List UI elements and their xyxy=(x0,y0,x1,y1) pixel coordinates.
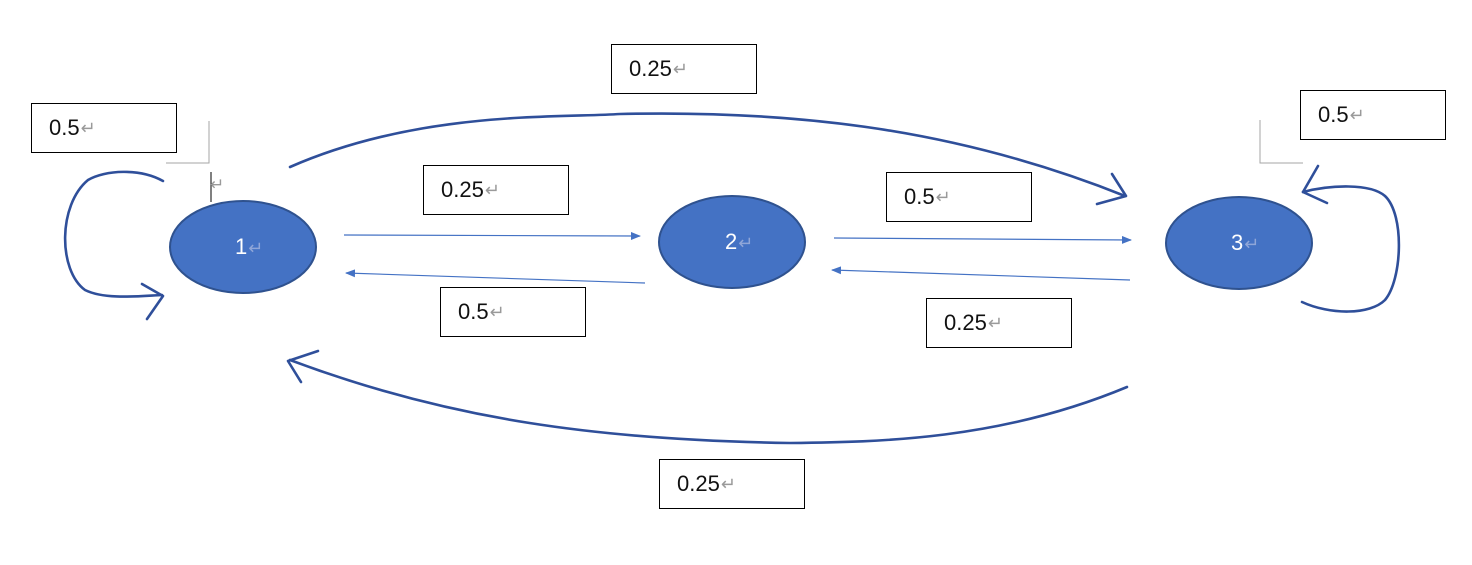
edge-1-to-3 xyxy=(288,112,1127,198)
node-1-text: 1 xyxy=(235,234,248,259)
edge-1-to-2 xyxy=(343,231,641,240)
return-mark: ↵ xyxy=(1244,234,1260,254)
return-mark: ↵ xyxy=(80,117,96,138)
node-2-text: 2 xyxy=(725,229,738,254)
edge-label-2-to-1: 0.5↵ xyxy=(440,287,586,337)
return-mark-stray: ↵ xyxy=(210,175,224,194)
return-mark: ↵ xyxy=(738,233,754,253)
return-mark: ↵ xyxy=(720,473,736,494)
return-mark: ↵ xyxy=(248,238,264,258)
edge-1-to-3-arrowhead xyxy=(1095,172,1128,206)
edge-label-text: 0.5 xyxy=(904,184,935,209)
edge-label-3-self: 0.5↵ xyxy=(1300,90,1446,140)
edge-label-text: 0.25 xyxy=(677,471,720,496)
edge-label-text: 0.25 xyxy=(441,177,484,202)
edge-label-text: 0.25 xyxy=(944,310,987,335)
node-2-label: 2↵ xyxy=(725,229,753,255)
return-mark: ↵ xyxy=(489,301,505,322)
edge-label-1-to-3: 0.25↵ xyxy=(611,44,757,94)
edge-label-1-self: 0.5↵ xyxy=(31,103,177,153)
corner-mark-right xyxy=(1259,120,1303,164)
edge-label-text: 0.5 xyxy=(49,115,80,140)
return-mark: ↵ xyxy=(672,58,688,79)
edge-3-self-loop-arrowhead xyxy=(1301,164,1329,205)
edge-3-to-2 xyxy=(831,266,1131,281)
edge-3-to-1 xyxy=(288,358,1129,445)
edge-1-self-loop xyxy=(63,170,165,298)
node-2 xyxy=(658,195,806,289)
node-3-label: 3↵ xyxy=(1231,230,1259,256)
edge-3-to-1-arrowhead xyxy=(286,349,320,384)
return-mark: ↵ xyxy=(935,186,951,207)
corner-mark-left xyxy=(166,121,210,164)
node-1 xyxy=(169,200,317,294)
edge-label-1-to-2: 0.25↵ xyxy=(423,165,569,215)
node-1-label: 1↵ xyxy=(235,234,263,260)
edge-2-to-1 xyxy=(345,269,646,284)
edge-label-2-to-3: 0.5↵ xyxy=(886,172,1032,222)
edge-label-text: 0.5 xyxy=(1318,102,1349,127)
edge-label-3-to-2: 0.25↵ xyxy=(926,298,1072,348)
edge-2-to-3 xyxy=(833,235,1132,244)
node-3-text: 3 xyxy=(1231,230,1244,255)
edge-label-3-to-1: 0.25↵ xyxy=(659,459,805,509)
edge-1-self-loop-arrowhead xyxy=(140,282,165,321)
node-3 xyxy=(1165,196,1313,290)
return-mark: ↵ xyxy=(1349,104,1365,125)
return-mark: ↵ xyxy=(484,179,500,200)
edge-3-self-loop xyxy=(1300,185,1401,313)
return-mark: ↵ xyxy=(987,312,1003,333)
edge-label-text: 0.5 xyxy=(458,299,489,324)
edge-label-text: 0.25 xyxy=(629,56,672,81)
